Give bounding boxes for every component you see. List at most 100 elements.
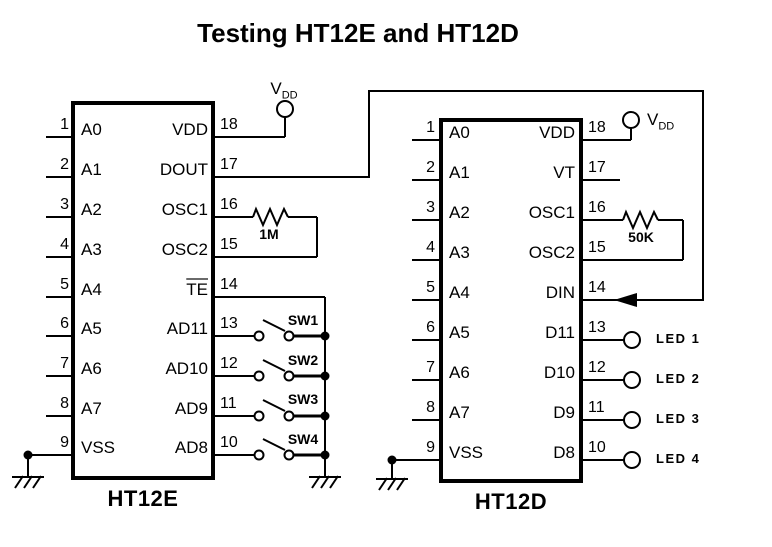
pin-label: A0: [449, 123, 470, 142]
pin-label: A3: [81, 240, 102, 259]
pin-label: A1: [449, 163, 470, 182]
pin-label: OSC2: [528, 243, 575, 262]
pin-number: 2: [426, 159, 435, 176]
switch-label: SW4: [287, 431, 319, 447]
pin-label: A4: [449, 283, 470, 302]
switch-label: SW1: [287, 312, 319, 328]
resistor-1m-icon: [215, 206, 318, 258]
pin-label-te-active-low: TE: [186, 280, 208, 299]
pin-number: 15: [220, 236, 238, 253]
pin-label: A5: [81, 319, 102, 338]
pin-label: AD8: [174, 438, 208, 457]
ht12d-chip-body: [439, 118, 583, 483]
pin-number: 17: [588, 159, 606, 176]
dout-to-din-wire: [215, 90, 704, 301]
pin-number: 8: [426, 399, 435, 416]
pin-number: 18: [220, 116, 238, 133]
pin-number: 8: [60, 395, 69, 412]
pin-label: OSC1: [161, 200, 208, 219]
junction-dot: [387, 455, 397, 465]
pin-number: 11: [588, 399, 605, 416]
pin-number: 18: [588, 119, 606, 136]
pin-label: A2: [81, 200, 102, 219]
pin-label: D10: [543, 363, 575, 382]
led-label: LED 4: [656, 451, 701, 466]
pin-label: A6: [449, 363, 470, 382]
pin-number: 12: [588, 359, 606, 376]
pin-number: 14: [588, 279, 606, 296]
vdd-label-encoder: VDD: [270, 79, 298, 102]
pin-label: DOUT: [159, 160, 208, 179]
pin-number: 10: [220, 434, 238, 451]
pin-number: 6: [60, 315, 69, 332]
resistor-value-50k: 50K: [628, 229, 654, 245]
switch-label: SW3: [287, 391, 319, 407]
junction-dot: [23, 450, 33, 460]
ht12e-chip-name: HT12E: [107, 486, 179, 511]
ht12d-vdd-wire: [583, 128, 632, 141]
pin-label: D9: [553, 403, 575, 422]
pin-label: VSS: [449, 443, 484, 462]
pin-label: VDD: [539, 123, 575, 142]
resistor-value-1m: 1M: [259, 226, 279, 242]
pin-number: 2: [60, 156, 69, 173]
vdd-label-decoder: VDD: [647, 110, 675, 133]
pin-label: AD10: [165, 359, 208, 378]
pin-number: 6: [426, 319, 435, 336]
vdd-terminal-icon: [622, 111, 640, 129]
ht12d-chip-name: HT12D: [474, 489, 548, 514]
pin-label: A2: [449, 203, 470, 222]
pin-label: AD9: [174, 399, 208, 418]
pin-number: 1: [426, 119, 435, 136]
pin-number: 7: [60, 355, 69, 372]
ht12d-left-pin-stubs: [392, 139, 443, 461]
vdd-terminal-icon: [276, 100, 294, 118]
pin-number: 13: [588, 319, 606, 336]
pin-number: 16: [220, 196, 238, 213]
pin-label: D8: [553, 443, 575, 462]
ground-icon: [375, 477, 409, 491]
pin-label: OSC2: [161, 240, 208, 259]
pin-number: 11: [220, 395, 237, 412]
pin-label: A5: [449, 323, 470, 342]
led-label: LED 2: [656, 371, 701, 386]
diagram-title: Testing HT12E and HT12D: [197, 18, 519, 48]
pin-number: 3: [426, 199, 435, 216]
pin-label: VDD: [172, 120, 208, 139]
pin-number: 4: [60, 236, 69, 253]
ht12e-left-pin-stubs: [28, 136, 75, 456]
pin-number: 10: [588, 439, 606, 456]
pin-number: 4: [426, 239, 435, 256]
pin-label: A7: [449, 403, 470, 422]
resistor-50k-icon: [583, 209, 684, 261]
pin-label: A0: [81, 120, 102, 139]
pin-number: 16: [588, 199, 606, 216]
pin-number: 15: [588, 239, 606, 256]
pin-label: OSC1: [528, 203, 575, 222]
pin-number: 14: [220, 276, 238, 293]
pin-label: VT: [553, 163, 575, 182]
pin-label: AD11: [166, 319, 208, 338]
pin-number: 9: [426, 439, 435, 456]
ht12e-vdd-wire: [215, 117, 286, 138]
pin-number: 1: [60, 116, 69, 133]
te-switch-bus-wire: [215, 296, 326, 477]
led-label: LED 1: [656, 331, 701, 346]
pin-label: DIN: [545, 283, 575, 302]
pin-label: A4: [81, 280, 102, 299]
ht12e-chip-body: [71, 101, 215, 480]
pin-number: 9: [60, 434, 69, 451]
pin-number: 7: [426, 359, 435, 376]
switch-label: SW2: [287, 352, 319, 368]
pin-label: VSS: [81, 438, 116, 457]
pin-number: 13: [220, 315, 238, 332]
pin-label: D11: [545, 323, 575, 342]
pin-label: A7: [81, 399, 102, 418]
pin-number: 12: [220, 355, 238, 372]
pin-number: 5: [60, 276, 69, 293]
pin-label: A6: [81, 359, 102, 378]
din-arrow-icon: [614, 293, 637, 307]
pin-number: 5: [426, 279, 435, 296]
